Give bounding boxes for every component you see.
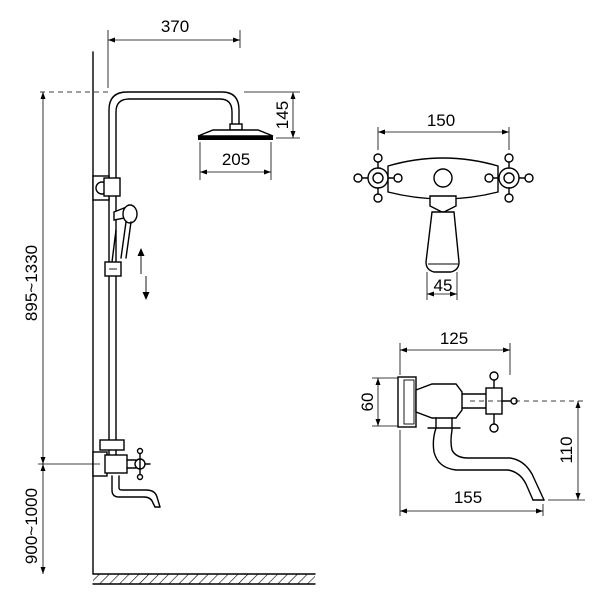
- dim-handle-spacing: 150: [377, 111, 510, 150]
- dim-head-drop: 145: [244, 91, 300, 139]
- faucet-side-view: 125: [358, 329, 585, 516]
- dim-label-total-height: 895~1330: [22, 245, 41, 321]
- hand-shower: [110, 204, 138, 271]
- dim-label-spout-body-depth: 125: [440, 329, 468, 348]
- side-valve-body: [415, 383, 463, 419]
- dim-valve-body-height: 60: [358, 377, 398, 427]
- riser-pipe-outer: [108, 91, 240, 466]
- dim-total-height: 895~1330: [22, 91, 108, 464]
- faucet-front-view: 150: [353, 111, 534, 300]
- faucet-center-cap: [433, 168, 453, 188]
- riser-pipe-inner: [115, 98, 233, 466]
- dim-label-head-drop: 145: [273, 101, 292, 129]
- shower-system-view: 370 145 205 895~1330: [22, 17, 316, 585]
- dim-label-arm-reach: 370: [161, 17, 189, 36]
- dim-label-valve-body-height: 60: [358, 393, 377, 412]
- dim-arm-reach: 370: [107, 17, 241, 88]
- rain-shower-head: [197, 123, 274, 140]
- upper-wall-bracket: [92, 175, 121, 201]
- side-spout-upper: [432, 417, 534, 501]
- dim-label-spout-length: 155: [454, 488, 482, 507]
- dim-body-width: 45: [426, 272, 458, 300]
- side-cross-handle: [485, 371, 518, 433]
- floor-hatch: [93, 574, 315, 584]
- dim-spout-drop: 110: [548, 401, 585, 501]
- slide-direction-arrows: [137, 248, 150, 300]
- faucet-spout-body: [425, 211, 460, 273]
- dim-label-valve-height: 900~1000: [22, 488, 41, 564]
- side-wall-flange: [397, 376, 417, 428]
- left-cross-handle: [353, 153, 403, 203]
- dim-spout-length: 155: [399, 430, 544, 516]
- bath-spout: [111, 475, 156, 508]
- dim-valve-height: 900~1000: [22, 463, 100, 574]
- dim-spout-body-depth: 125: [399, 329, 511, 375]
- dim-label-spout-drop: 110: [557, 436, 576, 463]
- side-spout-lower: [450, 417, 545, 501]
- right-cross-handle: [484, 153, 534, 203]
- dim-label-head-diameter: 205: [222, 150, 250, 169]
- faucet-neck: [429, 195, 457, 213]
- dim-label-body-width: 45: [434, 276, 453, 295]
- dim-head-diameter: 205: [199, 142, 272, 180]
- wall-mixer: [92, 439, 161, 508]
- dim-label-handle-spacing: 150: [427, 111, 455, 130]
